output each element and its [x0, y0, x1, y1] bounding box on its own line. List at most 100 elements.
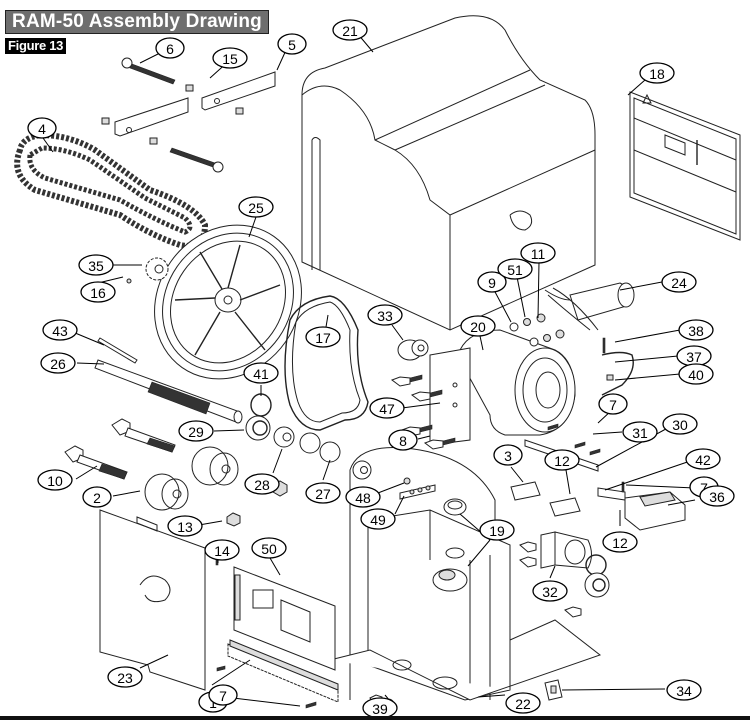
- callout-bubble: [699, 485, 735, 507]
- callout-number: 13: [177, 519, 193, 535]
- rocker-switch-part: [544, 679, 563, 701]
- drawing-title: RAM-50 Assembly Drawing: [5, 10, 269, 34]
- callout-number: 30: [672, 417, 688, 433]
- callout-bubble: [369, 397, 405, 419]
- callout-set-screw-sprocket: 16: [80, 281, 116, 303]
- chain-part: [14, 131, 209, 249]
- callout-access-panel: 23: [107, 666, 143, 688]
- callout-bubble: [277, 33, 307, 55]
- callout-number: 51: [507, 262, 523, 278]
- callout-number: 7: [219, 688, 227, 704]
- callout-lock-washer: 51: [497, 258, 533, 280]
- callout-number: 10: [47, 473, 63, 489]
- callout-number: 5: [288, 37, 296, 53]
- callout-bubble: [80, 281, 116, 303]
- callout-bubble: [332, 19, 368, 41]
- callout-shaft: 26: [40, 352, 76, 374]
- callout-bubble: [477, 271, 507, 293]
- motor-pulley-part: [397, 339, 429, 361]
- terminal-strip-part: [399, 477, 436, 500]
- shaft-part: [94, 359, 243, 424]
- callout-number: 15: [222, 51, 238, 67]
- callout-nut-clamp: 40: [678, 363, 714, 385]
- callout-bubble: [678, 363, 714, 385]
- callout-number: 2: [93, 490, 101, 506]
- callout-bubble: [520, 242, 556, 264]
- callout-number: 19: [489, 523, 505, 539]
- callout-bubble: [37, 469, 73, 491]
- callout-bubble: [497, 258, 533, 280]
- callout-number: 7: [609, 397, 617, 413]
- callout-number: 42: [695, 452, 711, 468]
- callout-number: 12: [554, 453, 570, 469]
- callout-bushing: 19: [479, 519, 515, 541]
- callout-number: 50: [261, 541, 277, 557]
- callout-bubble: [204, 539, 240, 561]
- callout-switch-bracket: 30: [662, 413, 698, 435]
- belt-inner: [291, 301, 361, 423]
- callout-number: 25: [248, 200, 264, 216]
- callout-bubble: [661, 271, 697, 293]
- terminal-block-part: [227, 639, 339, 703]
- screw-part: [305, 701, 317, 709]
- callout-number: 17: [315, 330, 331, 346]
- chassis-part: [329, 447, 602, 701]
- callout-bubble: [622, 421, 658, 443]
- callout-number: 18: [649, 66, 665, 82]
- warning-label-part: [629, 91, 741, 241]
- callout-number: 36: [709, 489, 725, 505]
- callout-number: 21: [342, 23, 358, 39]
- callout-number: 48: [355, 490, 371, 506]
- rollers: [144, 446, 239, 511]
- callout-collar: 28: [244, 473, 280, 495]
- callout-bubble: [244, 473, 280, 495]
- key-part: [97, 337, 138, 364]
- callout-cover: 21: [332, 19, 368, 41]
- callout-number: 38: [688, 323, 704, 339]
- callout-bubble: [155, 37, 185, 59]
- callout-bubble: [544, 449, 580, 471]
- callout-number: 31: [632, 425, 648, 441]
- callout-roller: 2: [82, 486, 112, 508]
- callout-bolt-capacitor: 38: [678, 319, 714, 341]
- screw-part: [216, 665, 226, 672]
- callout-bubble: [479, 519, 515, 541]
- callout-warning-label: 18: [639, 62, 675, 84]
- callout-bubble: [505, 692, 541, 714]
- callout-bracket-bar: 5: [277, 33, 307, 55]
- retaining-ring-part: [250, 393, 272, 417]
- callout-bubble: [460, 315, 496, 337]
- motor-part: [429, 329, 576, 446]
- callout-number: 26: [50, 356, 66, 372]
- callout-number: 43: [52, 323, 68, 339]
- callout-number: 32: [542, 584, 558, 600]
- callout-screw-a: 7: [598, 393, 628, 415]
- page-bottom-border: [0, 716, 750, 720]
- callout-bubble: [78, 254, 114, 276]
- long-bolts: [64, 418, 176, 480]
- cover-part: [301, 15, 596, 331]
- callout-number: 20: [470, 319, 486, 335]
- callout-motor: 20: [460, 315, 496, 337]
- hex-nut-part: [226, 512, 241, 527]
- callout-capacitor: 24: [661, 271, 697, 293]
- callout-bubble: [305, 482, 341, 504]
- callout-number: 11: [531, 246, 546, 262]
- set-screw-part: [126, 278, 132, 284]
- callout-bubble: [208, 684, 238, 706]
- callout-bubble: [685, 448, 721, 470]
- callout-number: 4: [38, 121, 46, 137]
- callout-micro-switch-b: 12: [602, 531, 638, 553]
- control-board-part: [233, 566, 336, 671]
- callout-nut-top: 15: [212, 47, 248, 69]
- sprocket-part: [145, 257, 169, 281]
- callout-bubble: [238, 196, 274, 218]
- callout-bubble: [345, 486, 381, 508]
- large-pulley-part: [154, 224, 302, 380]
- callout-number: 40: [688, 367, 704, 383]
- callout-bubble: [107, 666, 143, 688]
- belt-part: [284, 295, 369, 431]
- callout-bearing: 29: [178, 420, 214, 442]
- callout-bubble: [360, 508, 396, 530]
